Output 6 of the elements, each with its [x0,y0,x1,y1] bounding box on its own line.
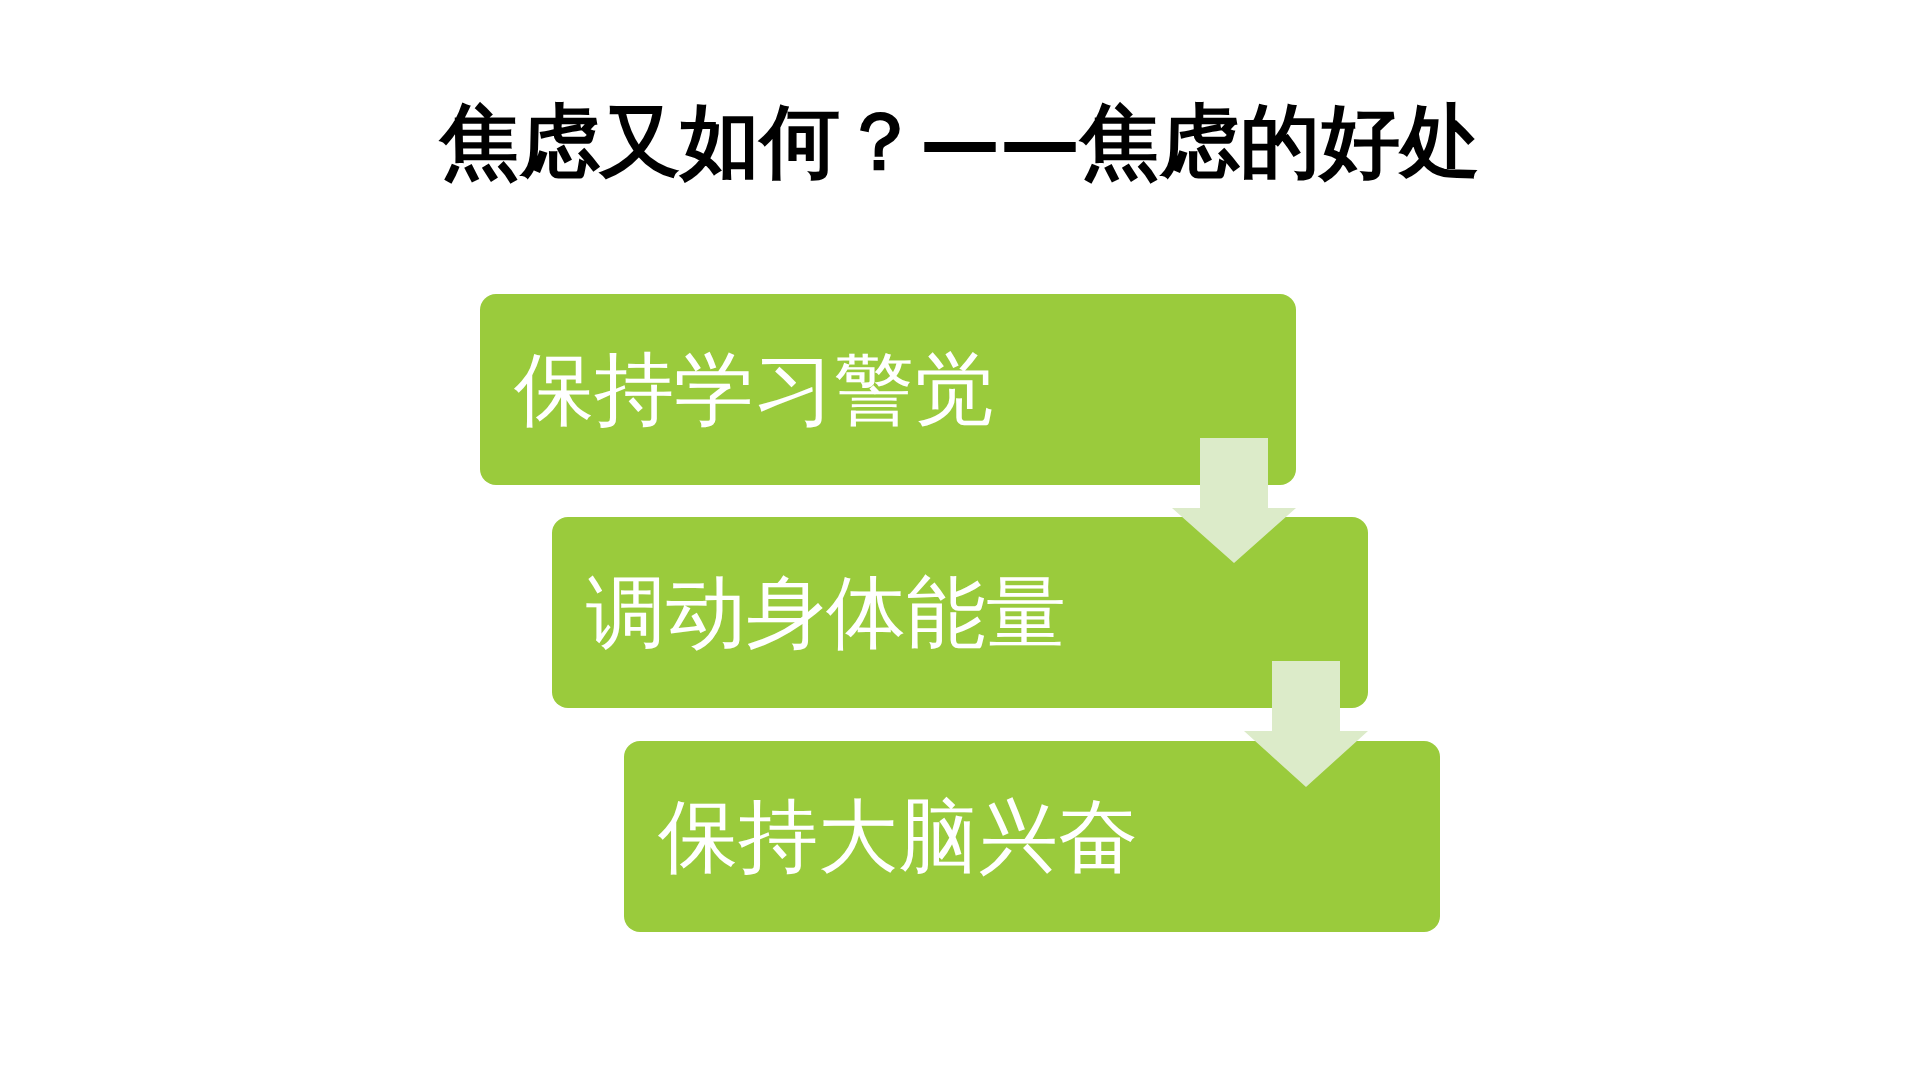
process-box: 调动身体能量 [552,517,1368,708]
process-box: 保持学习警觉 [480,294,1296,485]
block-arrow [1244,661,1368,787]
block-arrow [1172,438,1296,563]
process-box: 保持大脑兴奋 [624,741,1440,932]
slide-title: 焦虑又如何？——焦虑的好处 [437,94,1481,190]
